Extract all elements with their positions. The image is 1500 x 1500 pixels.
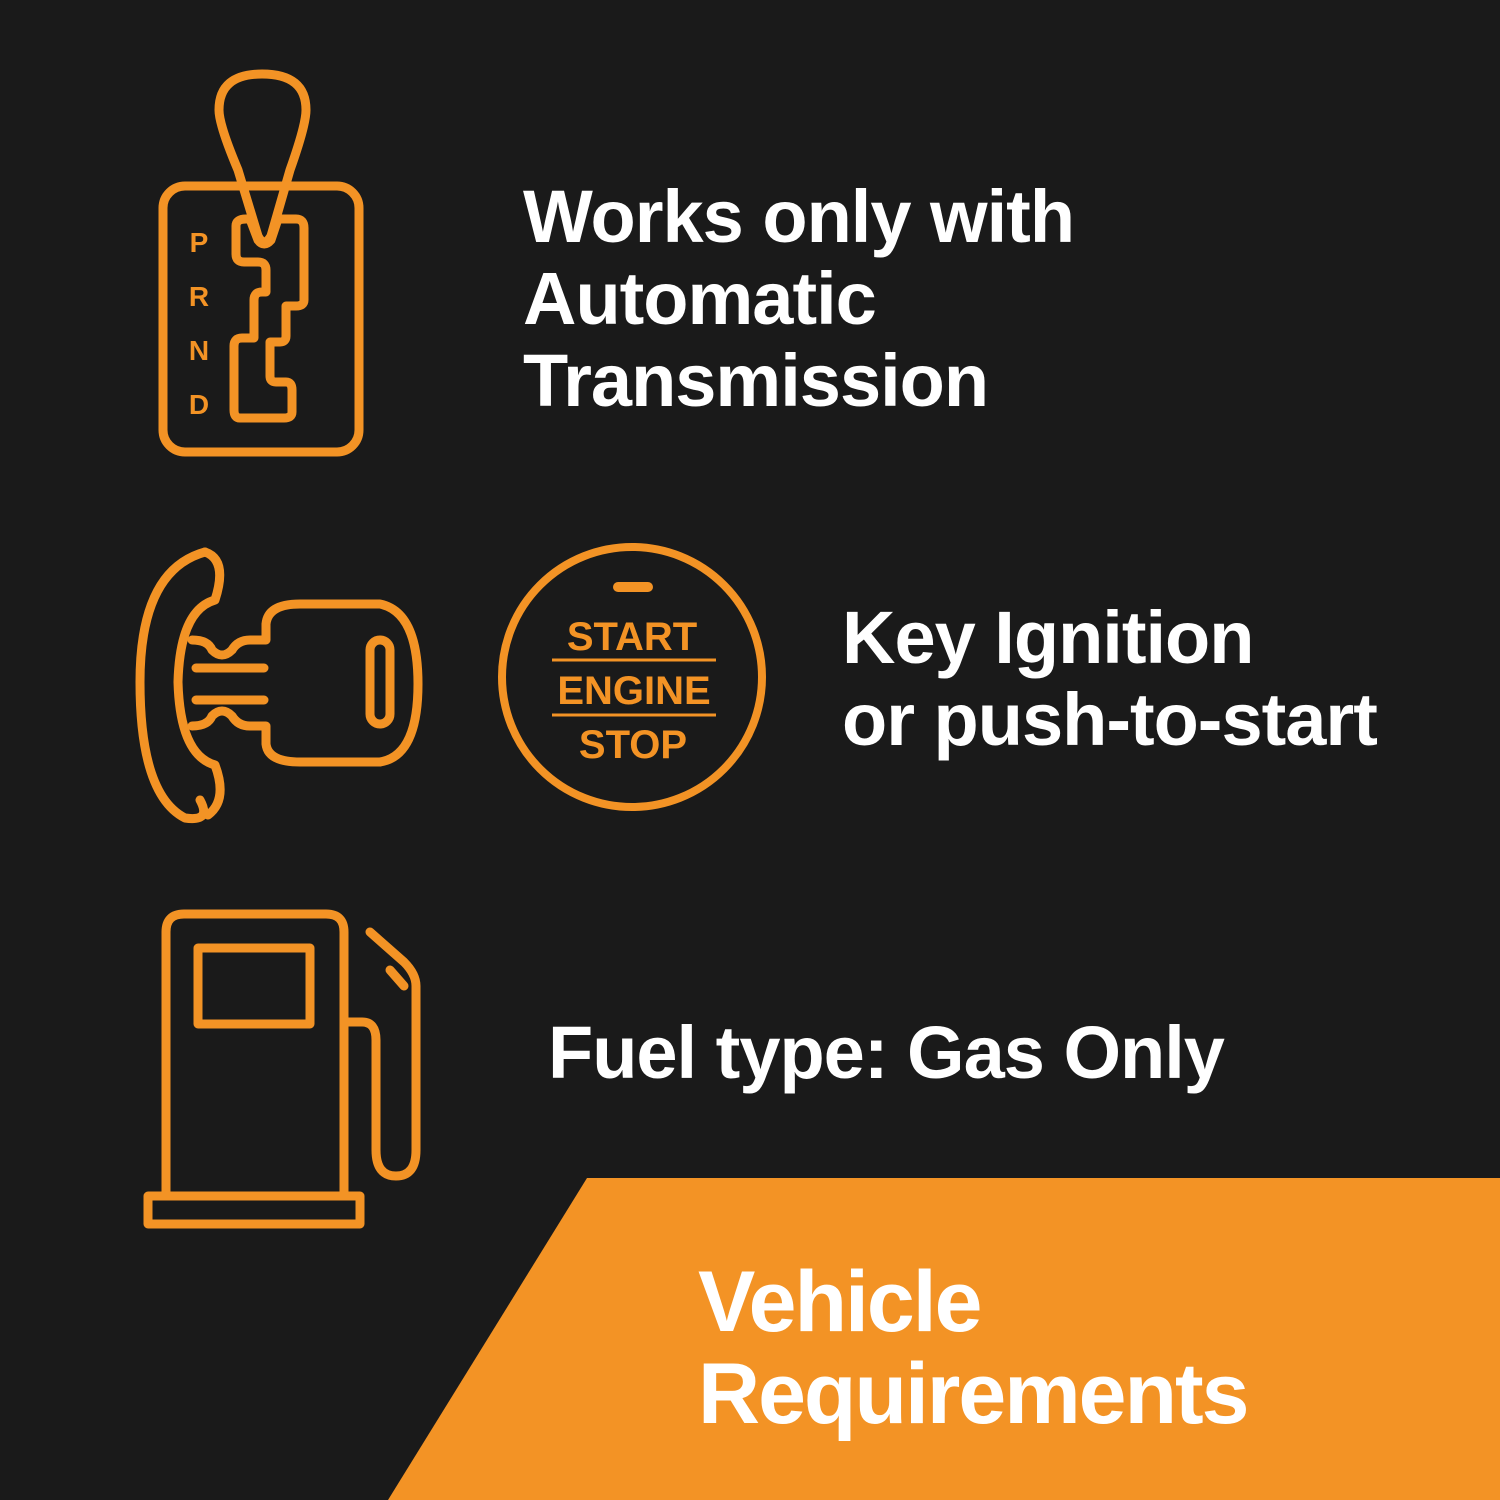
feature-transmission-text: Works only with Automatic Transmission [523, 175, 1075, 422]
feature-line: Automatic [523, 257, 877, 340]
banner-line: Requirements [698, 1346, 1249, 1442]
banner-line: Vehicle [698, 1254, 982, 1350]
feature-line: Fuel type: Gas Only [548, 1011, 1225, 1094]
shift-letter-r: R [189, 281, 209, 312]
feature-line: Works only with [523, 175, 1075, 258]
start-label: START [567, 615, 697, 659]
stop-label: STOP [579, 723, 687, 767]
banner-title: Vehicle Requirements [698, 1254, 1249, 1442]
feature-line: Transmission [523, 339, 989, 422]
feature-line: Key Ignition [842, 596, 1254, 679]
engine-label: ENGINE [557, 669, 710, 713]
shift-letter-p: P [190, 227, 209, 258]
feature-fuel-text: Fuel type: Gas Only [548, 1011, 1225, 1094]
feature-ignition-text: Key Ignition or push-to-start [842, 596, 1378, 761]
feature-line: or push-to-start [842, 678, 1378, 761]
shift-letter-d: D [189, 389, 209, 420]
shift-letter-n: N [189, 335, 209, 366]
